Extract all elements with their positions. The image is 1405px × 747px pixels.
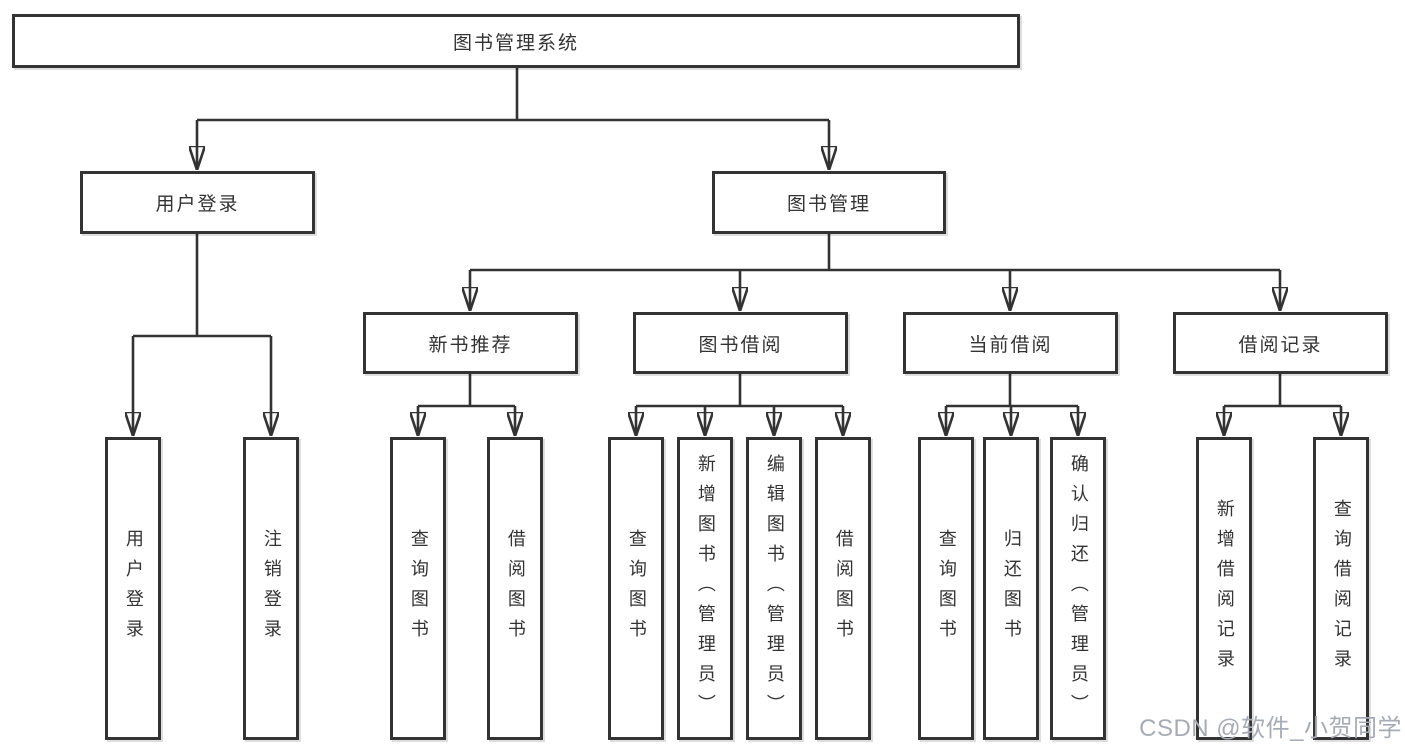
- node-label: 借阅记录: [1238, 334, 1323, 356]
- connector-user-login-children: [133, 234, 271, 436]
- node-label: 编辑图书（管理员）: [764, 453, 785, 724]
- connector-new-book-children: [418, 374, 515, 436]
- node-label: 用户登录: [123, 528, 144, 649]
- node-borrowing-records: 借阅记录: [1173, 312, 1388, 374]
- node-label: 查询图书: [626, 528, 647, 649]
- node-label: 查询图书: [936, 528, 957, 649]
- leaf-logout: 注销登录: [243, 437, 299, 740]
- node-label: 新增图书（管理员）: [695, 453, 716, 724]
- connector-borrow-rec-children: [1224, 374, 1341, 436]
- leaf-add-borrow-record: 新增借阅记录: [1196, 437, 1252, 740]
- node-label: 新增借阅记录: [1214, 498, 1235, 679]
- node-label: 查询图书: [408, 528, 429, 649]
- connector-root-to-level2: [197, 68, 829, 170]
- connector-book-mgmt-children: [470, 234, 1280, 311]
- node-current-borrowing: 当前借阅: [903, 312, 1118, 374]
- leaf-borrow-books: 借阅图书: [487, 437, 543, 740]
- connector-cur-borrow-children: [946, 374, 1078, 436]
- connector-book-borrow-children: [636, 374, 843, 436]
- node-label: 新书推荐: [428, 334, 513, 356]
- node-label: 图书管理: [786, 194, 871, 215]
- leaf-query-books: 查询图书: [390, 437, 446, 740]
- leaf-query-books: 查询图书: [918, 437, 974, 740]
- leaf-borrow-books: 借阅图书: [815, 437, 871, 740]
- node-label: 当前借阅: [968, 334, 1053, 356]
- node-label: 归还图书: [1001, 528, 1022, 649]
- node-label: 图书借阅: [698, 334, 783, 356]
- leaf-add-books-admin: 新增图书（管理员）: [677, 437, 733, 740]
- leaf-edit-books-admin: 编辑图书（管理员）: [746, 437, 802, 740]
- node-user-login: 用户登录: [80, 171, 315, 234]
- node-label: 借阅图书: [833, 528, 854, 649]
- node-label: 图书管理系统: [452, 32, 579, 54]
- leaf-confirm-return-admin: 确认归还（管理员）: [1050, 437, 1106, 740]
- leaf-user-login: 用户登录: [105, 437, 161, 740]
- node-new-book-recommend: 新书推荐: [363, 312, 578, 374]
- node-library-system: 图书管理系统: [12, 14, 1020, 68]
- node-label: 查询借阅记录: [1331, 498, 1352, 679]
- node-book-borrowing: 图书借阅: [633, 312, 848, 374]
- node-label: 确认归还（管理员）: [1068, 453, 1089, 724]
- leaf-return-books: 归还图书: [983, 437, 1039, 740]
- node-label: 注销登录: [261, 528, 282, 649]
- node-label: 用户登录: [155, 194, 240, 215]
- node-book-management: 图书管理: [712, 171, 946, 234]
- node-label: 借阅图书: [505, 528, 526, 649]
- leaf-query-books: 查询图书: [608, 437, 664, 740]
- leaf-query-borrow-record: 查询借阅记录: [1313, 437, 1369, 740]
